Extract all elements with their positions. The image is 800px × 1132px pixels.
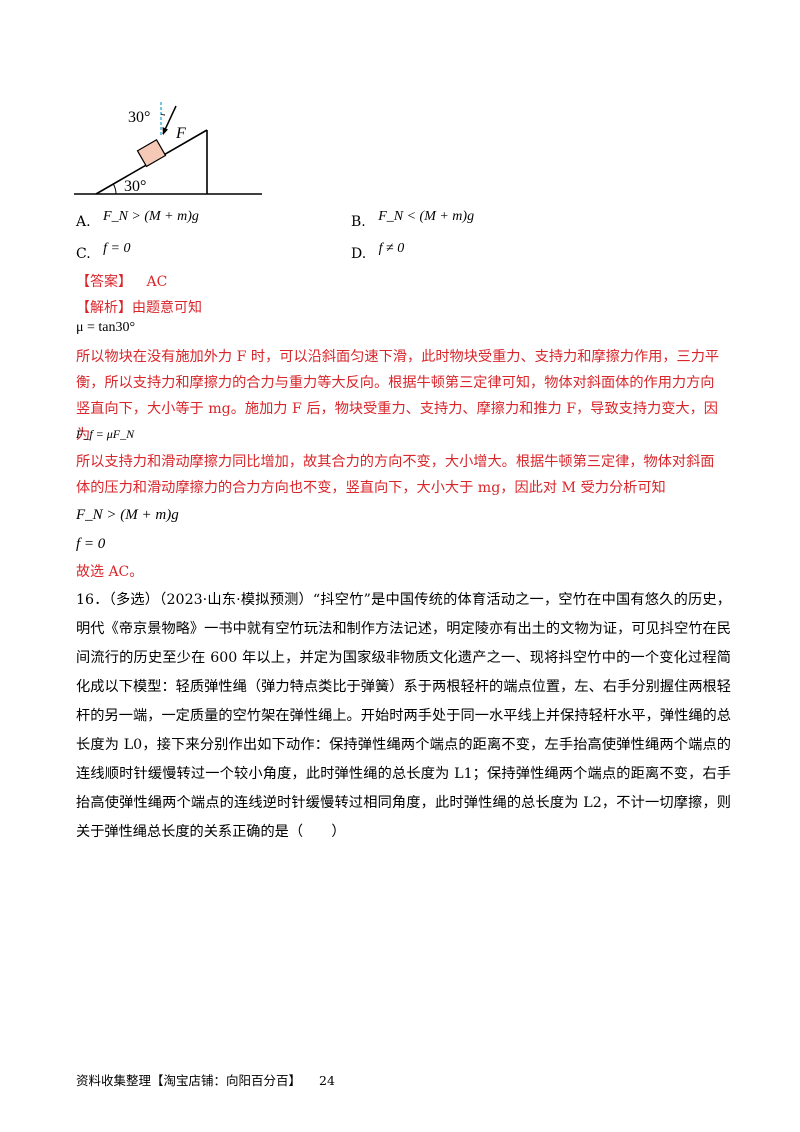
option-d-letter: D. <box>351 246 367 262</box>
angle-arc <box>112 183 117 195</box>
option-d-expr: f ≠ 0 <box>378 241 405 256</box>
option-a-expr: F_N > (M + m)g <box>103 209 199 224</box>
incline-figure: 30° F 30° <box>74 102 262 195</box>
option-d: D. f ≠ 0 <box>351 241 405 265</box>
option-c-expr: f = 0 <box>103 241 131 256</box>
angle-bottom-label: 30° <box>124 178 146 195</box>
angle-top-label: 30° <box>128 109 150 126</box>
option-c: C. f = 0 <box>76 241 131 265</box>
footer: 资料收集整理【淘宝店铺：向阳百分百】 24 <box>76 1070 335 1089</box>
option-c-letter: C. <box>76 246 91 262</box>
footer-text: 资料收集整理【淘宝店铺：向阳百分百】 <box>76 1073 302 1088</box>
option-b: B. F_N < (M + m)g <box>351 209 475 233</box>
equation-normal-force: F_N > (M + m)g <box>76 507 179 523</box>
option-b-letter: B. <box>351 214 366 230</box>
top-angle-arc <box>160 113 166 116</box>
force-arrowhead <box>162 127 168 135</box>
analysis-label: 【解析】 <box>76 300 132 316</box>
option-b-expr: F_N < (M + m)g <box>378 209 475 224</box>
question-16: 16．（多选）（2023·山东·模拟预测）“抖空竹”是中国传统的体育活动之一，空… <box>76 586 731 847</box>
analysis-paragraph-2: 所以支持力和滑动摩擦力同比增加，故其合力的方向不变，大小增大。根据牛顿第三定律，… <box>76 454 715 496</box>
answer-label: 【答案】 <box>76 274 132 290</box>
analysis-conclusion: 故选 AC。 <box>76 564 144 580</box>
question-16-number: 16． <box>76 592 109 608</box>
equation-friction: F_f = μF_N <box>76 427 135 441</box>
analysis-heading: 【解析】由题意可知 <box>76 298 202 318</box>
analysis-lead: 由题意可知 <box>132 300 202 316</box>
answer-value: AC <box>146 274 168 290</box>
question-16-text: （多选）（2023·山东·模拟预测）“抖空竹”是中国传统的体育活动之一，空竹在中… <box>76 592 731 840</box>
option-a: A. F_N > (M + m)g <box>76 209 199 233</box>
analysis-paragraph-1: 所以物块在没有施加外力 F 时，可以沿斜面匀速下滑，此时物块受重力、支持力和摩擦… <box>76 349 720 443</box>
equation-f-zero: f = 0 <box>76 536 106 552</box>
force-label: F <box>175 125 186 142</box>
option-a-letter: A. <box>76 214 91 230</box>
page-number: 24 <box>319 1073 335 1088</box>
block <box>136 139 167 168</box>
equation-mu: μ = tan30° <box>76 320 136 335</box>
answer-line: 【答案】 AC <box>76 272 167 292</box>
